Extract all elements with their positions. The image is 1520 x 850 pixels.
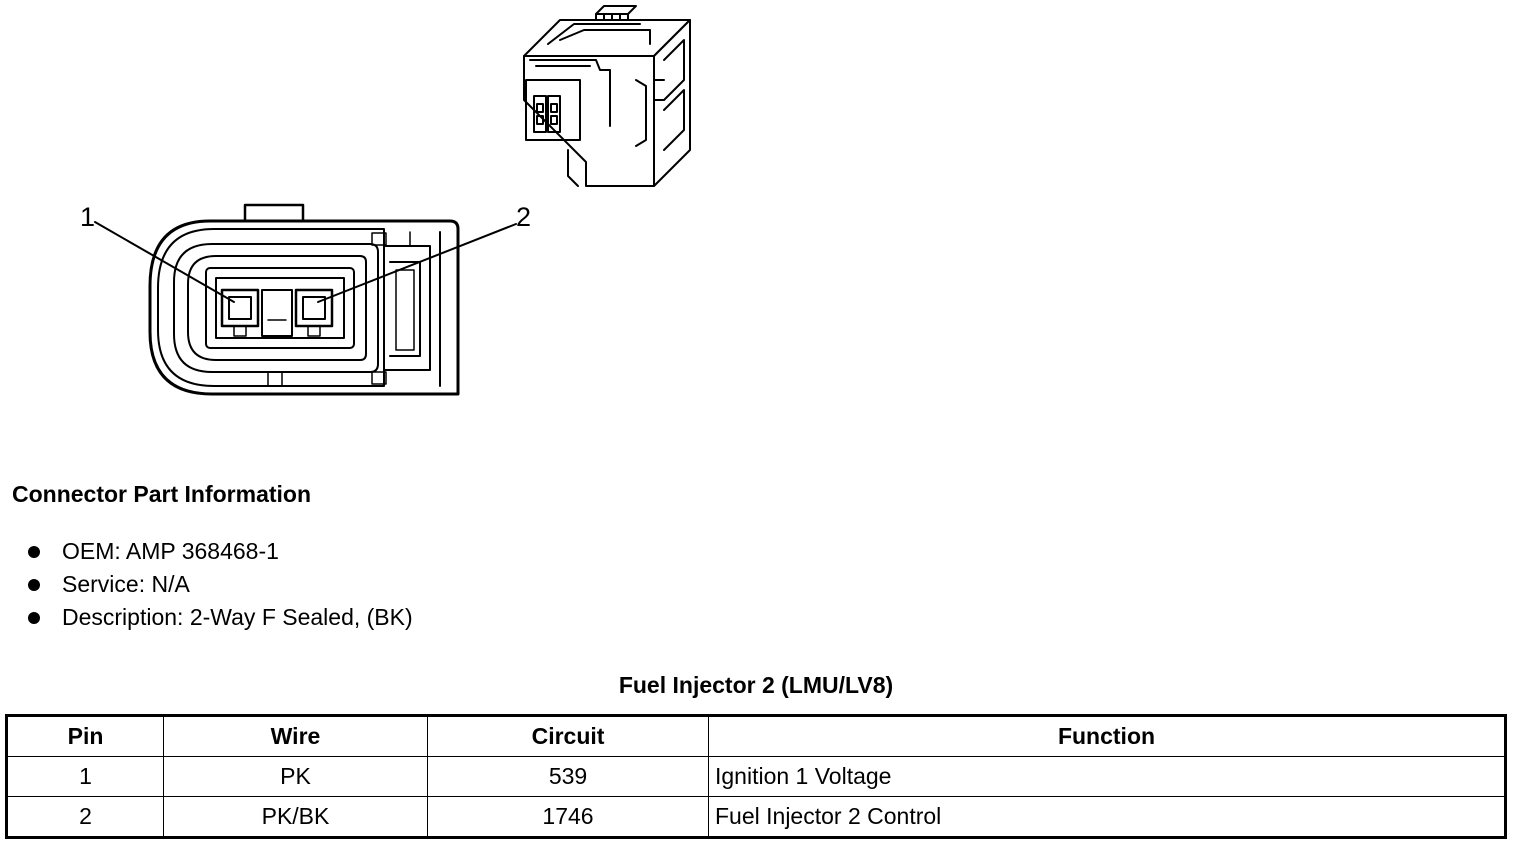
connector-isometric-view [523,5,691,187]
cell-function: Fuel Injector 2 Control [708,796,1506,838]
cell-pin: 1 [6,756,164,797]
pinout-table: Pin Wire Circuit Function 1 PK 539 Ignit… [5,714,1507,839]
cell-wire: PK/BK [163,796,428,838]
oem-text: OEM: AMP 368468-1 [62,538,279,564]
table-title: Fuel Injector 2 (LMU/LV8) [618,672,894,698]
list-item: OEM: AMP 368468-1 [28,535,413,568]
bullet-icon [28,611,40,624]
table-row: 2 PK/BK 1746 Fuel Injector 2 Control [6,796,1506,838]
cell-function: Ignition 1 Voltage [708,756,1506,797]
bullet-icon [28,545,40,558]
table-row: 1 PK 539 Ignition 1 Voltage [6,756,1506,797]
bullet-icon [28,578,40,591]
list-item: Description: 2-Way F Sealed, (BK) [28,601,413,634]
connector-info-list: OEM: AMP 368468-1 Service: N/A Descripti… [28,535,413,634]
header-pin: Pin [6,715,164,757]
cell-wire: PK [163,756,428,797]
connector-info-heading: Connector Part Information [12,481,312,507]
table-header-row: Pin Wire Circuit Function [6,715,1506,757]
header-circuit: Circuit [427,715,709,757]
header-function: Function [708,715,1506,757]
cell-circuit: 1746 [427,796,709,838]
list-item: Service: N/A [28,568,413,601]
pin-callout-2: 2 [516,202,531,232]
description-text: Description: 2-Way F Sealed, (BK) [62,604,413,630]
cell-pin: 2 [6,796,164,838]
cell-circuit: 539 [427,756,709,797]
header-wire: Wire [163,715,428,757]
connector-diagram: 1 2 [80,5,691,396]
connector-face-view [94,203,517,396]
service-text: Service: N/A [62,571,190,597]
pin-callout-1: 1 [80,202,95,232]
